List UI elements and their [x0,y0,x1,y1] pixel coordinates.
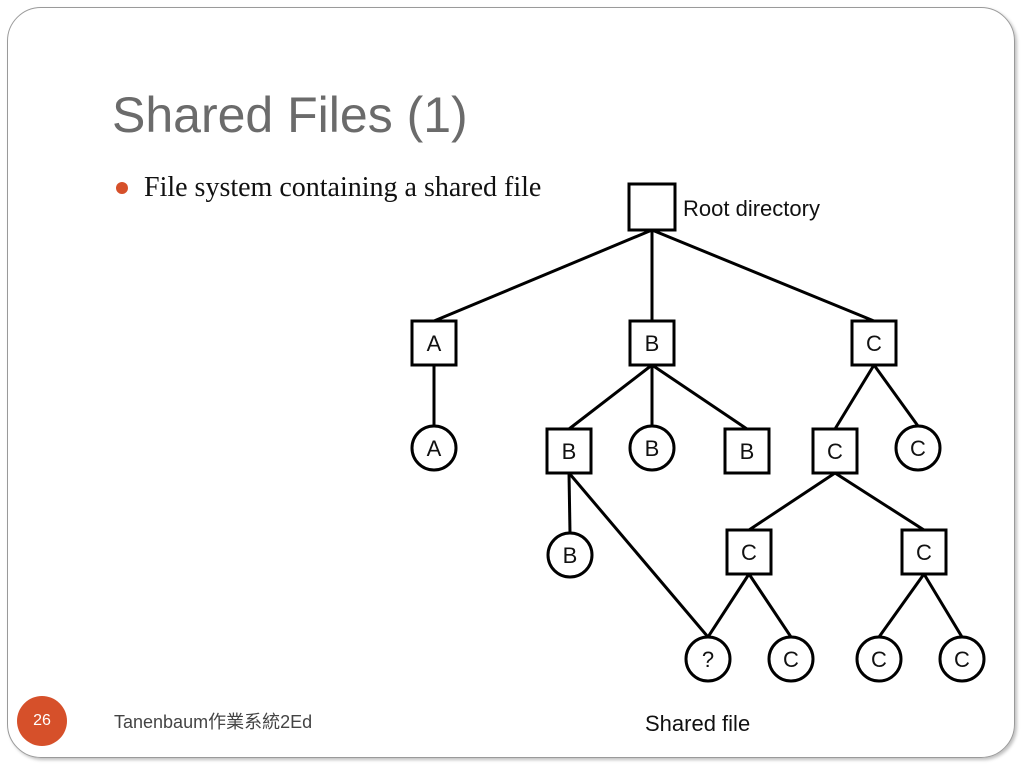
file-node-shared: ? [684,635,732,683]
tree-edge-dirB2-shared [567,472,710,638]
directory-node-dirC3: C [725,528,773,576]
node-label: B [740,439,755,464]
tree-edge-root-dirA [433,228,653,323]
slide-frame [7,7,1015,758]
directory-node-dirA: A [410,319,458,367]
tree-edge-dirC3-fileC2 [747,573,793,638]
directory-box [410,319,458,367]
directory-node-dirC: C [850,319,898,367]
file-node-fileB2: B [546,531,594,579]
node-label: C [827,439,843,464]
tree-edge-dirB2-fileB2 [567,472,572,534]
file-circle [855,635,903,683]
node-label: B [562,439,577,464]
node-label: B [645,331,660,356]
slide-title: Shared Files (1) [112,87,468,143]
node-label: A [427,331,442,356]
file-node-fileC1: C [894,424,942,472]
tree-edge-dirC-dirC2 [833,364,876,430]
node-label: C [954,647,970,672]
directory-box [725,528,773,576]
node-label: B [645,436,660,461]
node-label: C [741,540,757,565]
shared-file-label: Shared file [645,711,750,736]
root-directory-label: Root directory [683,196,820,221]
file-node-fileC3: C [855,635,903,683]
file-node-fileA: A [410,424,458,472]
file-circle [767,635,815,683]
node-label: A [427,436,442,461]
file-circle [628,424,676,472]
file-circle [410,424,458,472]
directory-box [628,319,676,367]
directory-node-dirB2: B [545,427,593,475]
node-label: C [916,540,932,565]
directory-node-dirB3: B [723,427,771,475]
node-label: C [910,436,926,461]
tree-edge-dirB-dirB3 [651,363,748,431]
tree-edge-dirC-fileC1 [872,364,920,427]
footer-text: Tanenbaum作業系統2Ed [114,712,313,732]
directory-box [627,182,677,232]
file-node-fileC2: C [767,635,815,683]
node-label: B [563,543,578,568]
directory-box [811,427,859,475]
tree-edge-dirC2-dirC4 [834,471,925,532]
bullet-text: File system containing a shared file [144,172,542,203]
directory-box [723,427,771,475]
tree-edge-dirB-dirB2 [568,363,653,431]
tree-edge-dirC4-fileC3 [877,573,926,638]
directory-node-dirB: B [628,319,676,367]
node-label: ? [702,647,714,672]
directory-box [850,319,898,367]
directory-node-dirC4: C [900,528,948,576]
file-circle [684,635,732,683]
file-circle [546,531,594,579]
directory-box [900,528,948,576]
tree-edge-dirC3-shared [706,573,751,638]
node-label: C [871,647,887,672]
bullet-item: File system containing a shared file [116,172,541,204]
file-node-fileB1: B [628,424,676,472]
bullet-dot-icon [116,182,128,194]
directory-node-dirC2: C [811,427,859,475]
node-label: C [783,647,799,672]
node-label: C [866,331,882,356]
directory-box [545,427,593,475]
file-node-fileC4: C [938,635,986,683]
tree-edge-dirC4-fileC4 [922,573,964,638]
directory-node-root [627,182,677,232]
file-circle [938,635,986,683]
file-circle [894,424,942,472]
tree-edge-root-dirC [651,228,875,323]
page-number-badge: 26 [17,696,67,746]
tree-edge-dirC2-dirC3 [748,471,836,532]
